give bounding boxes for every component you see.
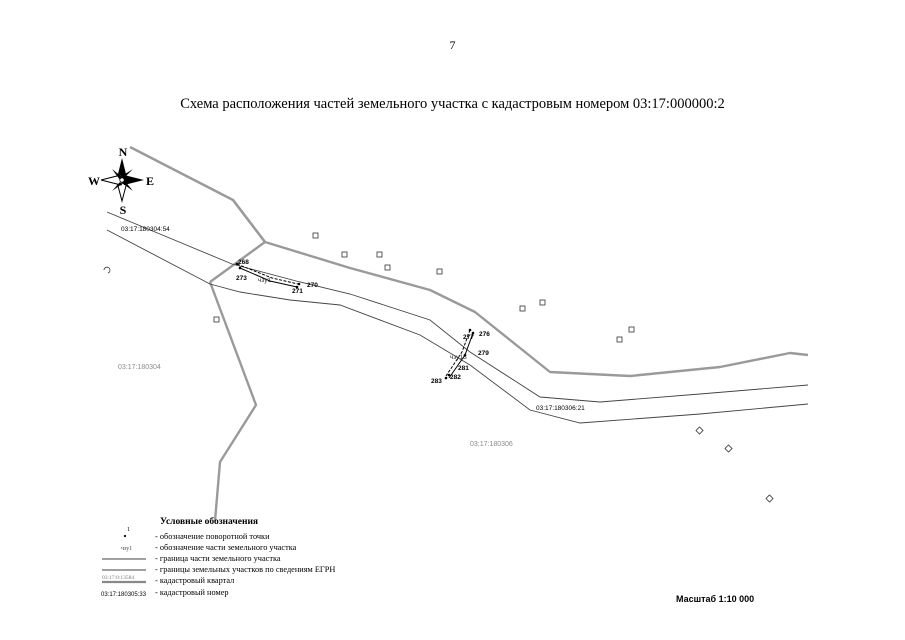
map-scale: Масштаб 1:10 000 bbox=[676, 594, 755, 604]
part-label-1: чзу1 bbox=[258, 277, 272, 284]
map-title: Схема расположения частей земельного уча… bbox=[180, 96, 725, 112]
legend-item: - кадастровый номер bbox=[155, 588, 229, 597]
point-label: 277 bbox=[463, 334, 474, 341]
parcel-label-north: 03:17:180304:54 bbox=[121, 226, 170, 233]
quarter-boundaries bbox=[129, 145, 809, 522]
legend-quarter-sample: 03:17:0:13584 bbox=[102, 575, 134, 581]
legend-item: - границы земельных участков по сведения… bbox=[155, 565, 336, 574]
legend-samples: 1 чзу1 03:17:0:13584 03:17:180305:33 bbox=[101, 527, 147, 598]
point-label: 270 bbox=[307, 282, 318, 289]
compass-s: S bbox=[120, 203, 127, 217]
legend-point-marker bbox=[123, 534, 127, 538]
compass-rose-icon bbox=[100, 158, 144, 203]
legend-item: - обозначение поворотной точки bbox=[155, 532, 270, 541]
compass-n: N bbox=[119, 145, 128, 159]
compass-w: W bbox=[88, 174, 100, 188]
land-part-boundaries bbox=[236, 263, 474, 379]
legend-item: - граница части земельного участка bbox=[155, 554, 281, 563]
point-label: 268 bbox=[238, 259, 249, 266]
legend-part-sample: чзу1 bbox=[121, 546, 132, 552]
quarter-label-west: 03:17:180304 bbox=[118, 364, 161, 371]
point-label: 271 bbox=[292, 288, 303, 295]
point-label: 273 bbox=[236, 275, 247, 282]
page-number: 7 bbox=[449, 38, 456, 52]
parcel-label-east: 03:17:180306:21 bbox=[536, 405, 585, 412]
parcel-boundaries bbox=[106, 211, 809, 424]
quarter-label-south: 03:17:180306 bbox=[470, 441, 513, 448]
legend-cadastral-sample: 03:17:180305:33 bbox=[101, 592, 147, 598]
building-markers bbox=[103, 232, 774, 503]
point-label: 283 bbox=[431, 378, 442, 385]
point-label: 279 bbox=[478, 350, 489, 357]
point-label: 282 bbox=[450, 374, 461, 381]
legend-item: - обозначение части земельного участка bbox=[155, 543, 297, 552]
part-label-13: чзу13 bbox=[450, 354, 467, 361]
point-labels: 268 273 271 270 277 276 279 281 282 283 bbox=[236, 259, 490, 385]
legend-title: Условные обозначения bbox=[160, 517, 259, 527]
legend-point-sample: 1 bbox=[127, 527, 130, 533]
point-label: 276 bbox=[479, 331, 490, 338]
legend-item: - кадастровый квартал bbox=[155, 576, 235, 585]
compass-e: E bbox=[146, 174, 154, 188]
turning-points bbox=[235, 262, 475, 380]
point-label: 281 bbox=[458, 365, 469, 372]
